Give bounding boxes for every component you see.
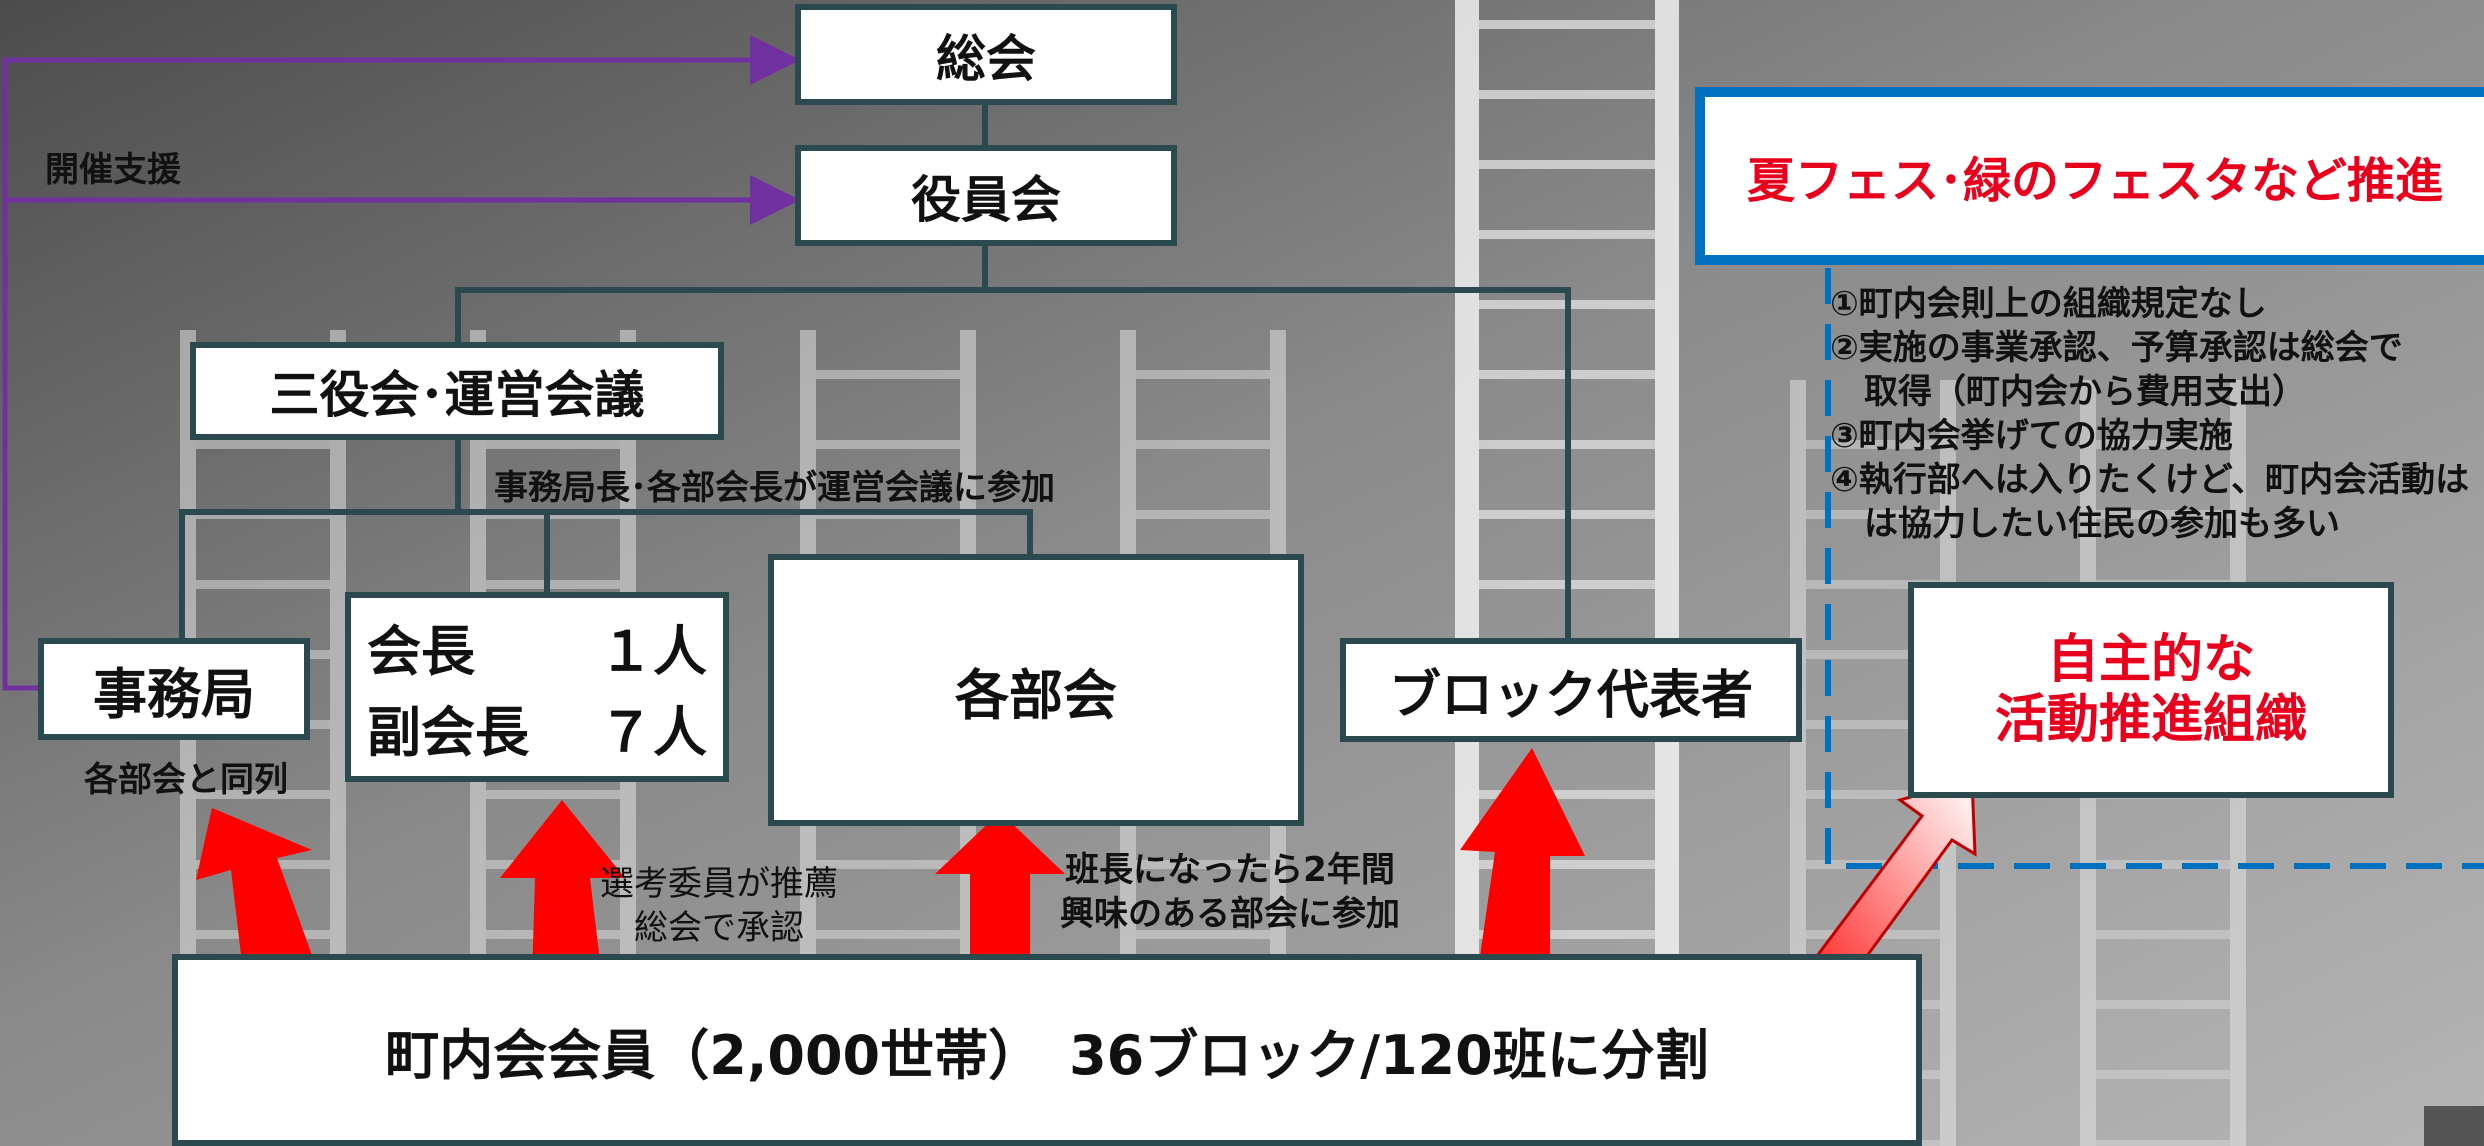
jimukyoku-box: 事務局 (38, 638, 310, 740)
hancho-note: 班長になったら2年間 興味のある部会に参加 (1060, 848, 1400, 936)
fukukaicho-count: ７人 (599, 701, 707, 764)
kaicho-label: 会長 (367, 620, 475, 683)
note-3: 取得（町内会から費用支出） (1830, 372, 2306, 412)
support-arrows (2, 35, 800, 691)
note-5: ④執行部へは入りたくけど、町内会活動は (1830, 460, 2470, 500)
soukai-label: 総会 (936, 29, 1036, 88)
unei-sanka-label: 事務局長･各部会長が運営会議に参加 (494, 468, 1055, 508)
arrow-jimukyoku (196, 808, 313, 972)
block-rep-label: ブロック代表者 (1388, 665, 1753, 726)
note-2: ②実施の事業承認、予算承認は総会で (1830, 328, 2403, 368)
sanyakukai-box: 三役会･運営会議 (190, 342, 724, 440)
note-4: ③町内会挙げての協力実施 (1830, 416, 2233, 456)
arrow-kakubukai (935, 812, 1065, 966)
yakuinkai-label: 役員会 (911, 170, 1061, 229)
summer-fes-banner: 夏フェス･緑のフェスタなど推進 (1705, 97, 2484, 255)
summer-fes-text: 夏フェス･緑のフェスタなど推進 (1746, 153, 2443, 209)
side-notes: ①町内会則上の組織規定なし ②実施の事業承認、予算承認は総会で 取得（町内会から… (1830, 282, 2469, 546)
kakubukai-label: 各部会 (955, 663, 1117, 727)
note-6: は協力したい住民の参加も多い (1830, 504, 2340, 544)
block-rep-box: ブロック代表者 (1340, 638, 1802, 742)
red-arrows (196, 748, 1585, 978)
senkou-line-2: 総会で承認 (634, 908, 804, 948)
voluntary-org-box: 自主的な 活動推進組織 (1908, 582, 2394, 798)
senkou-note: 選考委員が推薦 総会で承認 (600, 862, 838, 950)
arrow-kaicho (500, 800, 625, 978)
voluntary-line-1: 自主的な (2046, 630, 2255, 690)
senkou-line-1: 選考委員が推薦 (600, 864, 838, 904)
note-1: ①町内会則上の組織規定なし (1830, 284, 2267, 324)
jimukyoku-label: 事務局 (93, 662, 255, 726)
hancho-line-1: 班長になったら2年間 (1065, 850, 1395, 890)
arrow-block (1460, 748, 1585, 974)
voluntary-line-2: 活動推進組織 (1994, 690, 2307, 750)
kakubukai-box: 各部会 (768, 554, 1304, 826)
sanyakukai-label: 三役会･運営会議 (269, 366, 645, 424)
kaicho-count: １人 (599, 620, 707, 683)
kaisai-shien-label: 開催支援 (45, 150, 181, 190)
jimukyoku-note: 各部会と同列 (84, 760, 288, 800)
fukukaicho-label: 副会長 (367, 701, 529, 764)
members-box: 町内会会員（2,000世帯） 36ブロック/120班に分割 (172, 954, 1922, 1146)
org-lines (179, 101, 1571, 642)
side-bracket (1695, 87, 2484, 869)
hancho-line-2: 興味のある部会に参加 (1060, 894, 1400, 934)
soukai-box: 総会 (795, 4, 1177, 105)
members-label: 町内会会員（2,000世帯） 36ブロック/120班に分割 (385, 1023, 1709, 1087)
yakuinkai-box: 役員会 (795, 145, 1177, 246)
kaicho-box: 会長 １人 副会長 ７人 (345, 592, 729, 782)
